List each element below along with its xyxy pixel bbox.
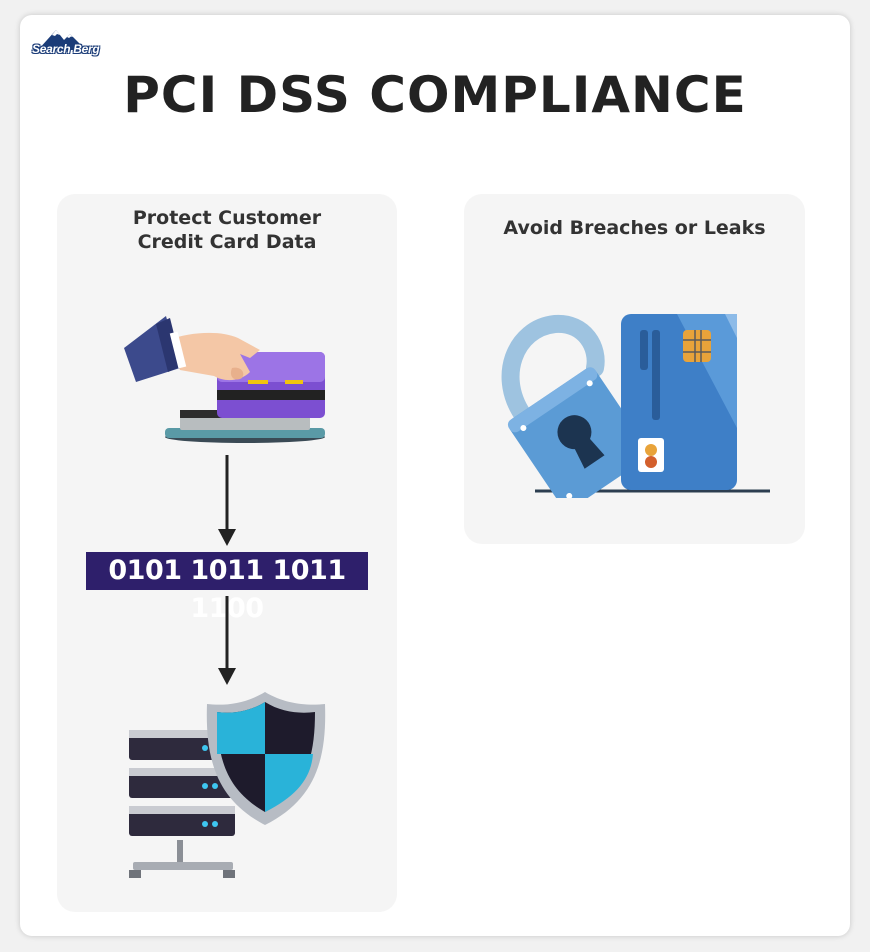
server-shield-icon xyxy=(129,692,326,878)
logo-text: Search Berg xyxy=(32,42,100,56)
page-title: PCI DSS COMPLIANCE xyxy=(123,66,747,124)
panel-title-avoid: Avoid Breaches or Leaks xyxy=(503,217,766,239)
panel-title-line-2: Credit Card Data xyxy=(137,231,317,253)
hand-swiping-card-icon xyxy=(124,316,325,443)
mountain-logo-icon xyxy=(38,30,86,50)
arrow-down-icon xyxy=(218,596,236,685)
binary-code-label: 0101 1011 1011 1100 xyxy=(86,552,368,624)
panel-title-protect: Protect Customer Credit Card Data xyxy=(57,206,397,254)
padlock-icon xyxy=(501,314,650,498)
credit-card-icon xyxy=(621,314,737,490)
panel-title-line-1: Protect Customer xyxy=(132,207,322,229)
arrow-down-icon xyxy=(218,455,236,546)
padlock-card-illustration xyxy=(501,314,770,498)
logo: Search Berg xyxy=(30,26,104,62)
